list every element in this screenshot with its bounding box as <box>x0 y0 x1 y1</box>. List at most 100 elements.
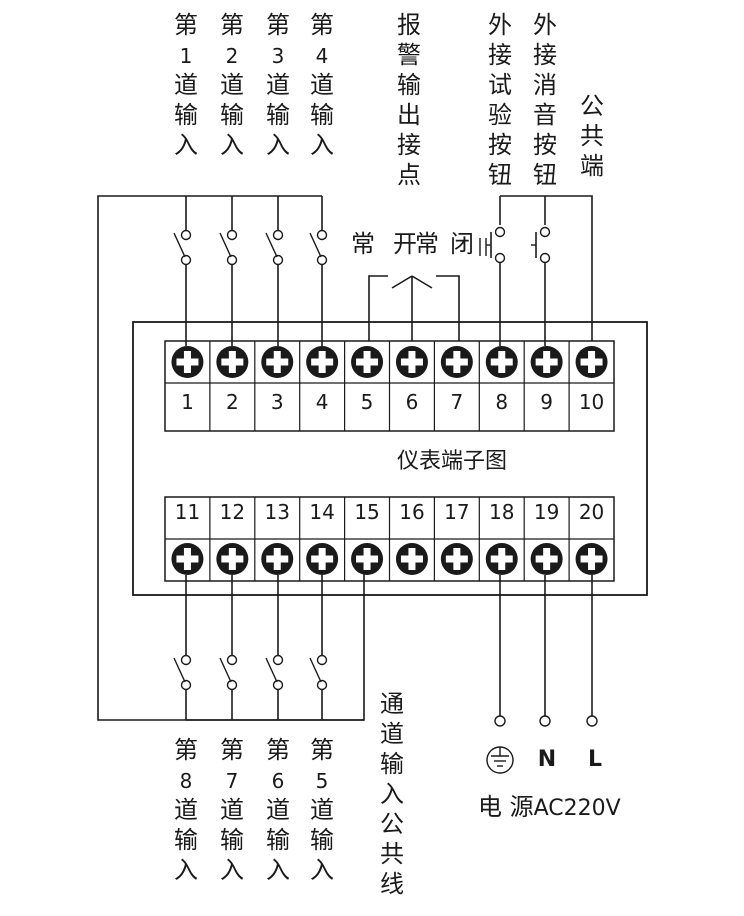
label-char: 入 <box>174 131 198 159</box>
label-char: 第 <box>174 11 198 39</box>
switch-contact <box>272 229 284 241</box>
label-char: 输 <box>220 826 244 854</box>
label-char: 钮 <box>488 161 512 189</box>
switch-blade <box>219 232 232 258</box>
terminal-number-7: 7 <box>450 390 463 414</box>
screw-slot-v <box>453 351 461 373</box>
screw-slot-v <box>363 351 371 373</box>
terminal-number-18: 18 <box>489 500 514 524</box>
screw-slot-v <box>273 351 281 373</box>
terminal-screw-12 <box>216 543 249 575</box>
label-char: 验 <box>488 101 512 129</box>
contact-label: 常 <box>351 230 375 258</box>
terminal-number-19: 19 <box>534 500 559 524</box>
label-char: 点 <box>397 161 421 189</box>
label-char: 4 <box>316 44 329 68</box>
alarm-wire-5 <box>368 275 388 341</box>
power-lead-end <box>539 715 551 727</box>
label-char: 道 <box>310 71 334 99</box>
screw-slot-v <box>453 548 461 570</box>
label-char: 报 <box>397 11 421 39</box>
label-char: 线 <box>380 870 404 898</box>
label-char: 输 <box>380 750 404 778</box>
label-char: 第 <box>220 736 244 764</box>
input-switch-8 <box>173 654 192 691</box>
terminal-number-4: 4 <box>316 390 329 414</box>
switch-blade <box>173 232 186 258</box>
terminal-screw-4 <box>306 346 339 378</box>
screw-slot-v <box>228 351 236 373</box>
terminal-screw-18 <box>485 543 518 575</box>
button-contact <box>539 252 551 264</box>
label-char: 道 <box>220 71 244 99</box>
label-char: 输 <box>266 826 290 854</box>
screw-slot-v <box>228 548 236 570</box>
switch-blade <box>265 657 278 683</box>
button-contact <box>494 226 506 238</box>
label-char: 出 <box>397 101 421 129</box>
switch-contact <box>226 679 238 691</box>
switch-blade <box>265 232 278 258</box>
terminal-screw-20 <box>575 543 608 575</box>
alarm-wire-7 <box>436 275 460 341</box>
switch-contact <box>180 654 192 666</box>
terminal-number-16: 16 <box>399 500 424 524</box>
label-char: 音 <box>533 101 557 129</box>
label-char: 输 <box>397 71 421 99</box>
switch-contact <box>272 654 284 666</box>
label-char: 外 <box>533 11 557 39</box>
switch-contact <box>226 654 238 666</box>
screw-slot-v <box>408 351 416 373</box>
terminal-screw-16 <box>395 543 428 575</box>
terminal-number-15: 15 <box>354 500 379 524</box>
label-char: 第 <box>310 736 334 764</box>
terminal-screw-17 <box>440 543 473 575</box>
input-switch-4 <box>309 229 328 266</box>
label-char: 按 <box>533 131 557 159</box>
screw-slot-v <box>318 548 326 570</box>
label-char: 接 <box>488 41 512 69</box>
test-push-button <box>486 226 506 346</box>
label-char: 共 <box>380 840 404 868</box>
label-char: 入 <box>380 780 404 808</box>
label-char: 入 <box>174 856 198 884</box>
label-char: 输 <box>310 826 334 854</box>
switch-contact <box>180 679 192 691</box>
terminal-number-2: 2 <box>226 390 239 414</box>
terminal-screw-15 <box>351 543 384 575</box>
terminal-number-14: 14 <box>309 500 334 524</box>
label-char: 道 <box>174 796 198 824</box>
label-char: 第 <box>266 11 290 39</box>
terminal-number-17: 17 <box>444 500 469 524</box>
switch-contact <box>316 254 328 266</box>
label-char: 道 <box>266 796 290 824</box>
label-char: 2 <box>226 44 239 68</box>
power-label-prefix: 电 源 <box>478 793 534 821</box>
terminal-screw-10 <box>575 346 608 378</box>
label-char: 第 <box>266 736 290 764</box>
switch-blade <box>219 657 232 683</box>
power-terminal-n: N <box>538 747 556 772</box>
switch-contact <box>316 654 328 666</box>
label-char: 5 <box>316 769 329 793</box>
label-char: 外 <box>488 11 512 39</box>
label-char: 入 <box>266 856 290 884</box>
label-char: 通 <box>380 690 404 718</box>
terminal-screw-19 <box>530 543 563 575</box>
contact-label: 闭 <box>450 230 474 258</box>
switch-contact <box>316 679 328 691</box>
power-terminal-l: L <box>588 747 602 772</box>
switch-contact <box>272 679 284 691</box>
terminal-screw-2 <box>216 346 249 378</box>
terminal-number-3: 3 <box>271 390 284 414</box>
label-char: 输 <box>174 826 198 854</box>
switch-contact <box>316 229 328 241</box>
switch-contact <box>180 229 192 241</box>
